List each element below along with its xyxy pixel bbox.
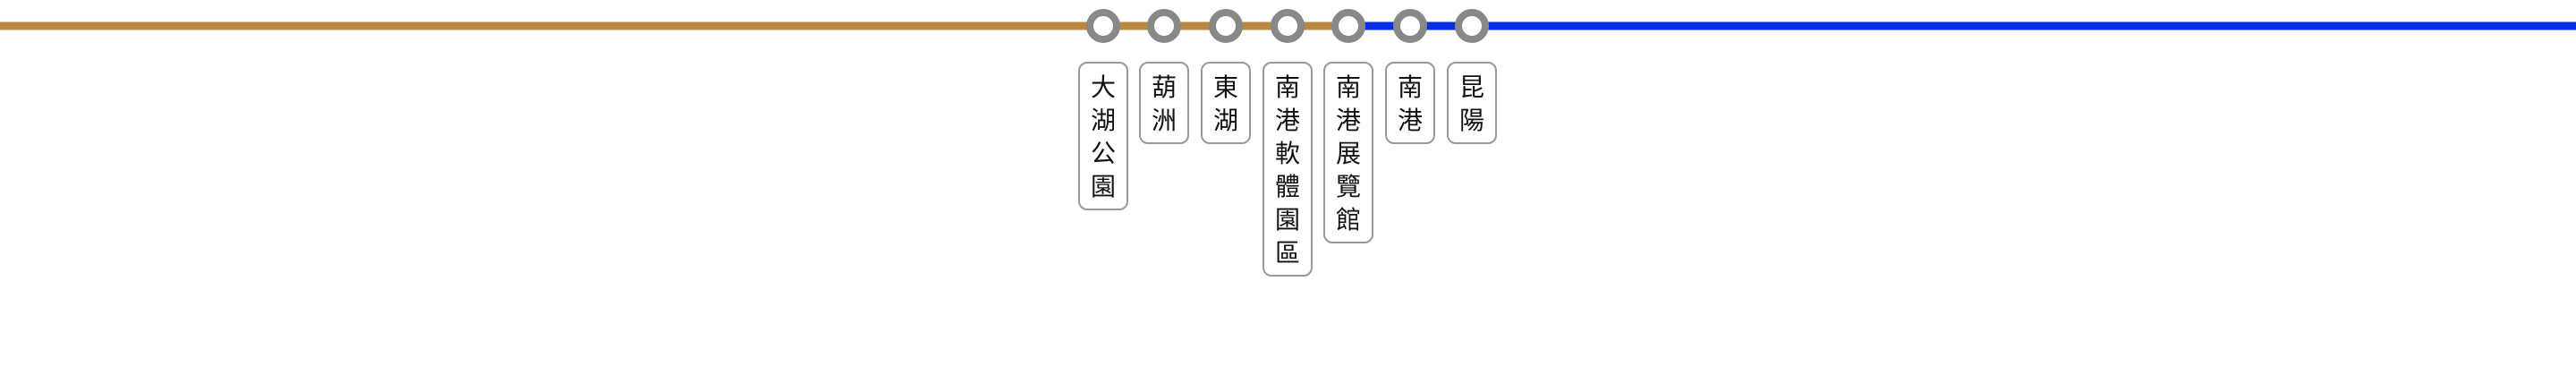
- station-name: 南港軟體園區: [1275, 72, 1300, 268]
- station-marker-nangang[interactable]: [1393, 9, 1427, 43]
- station-label-nangang-software-park[interactable]: 南港軟體園區: [1262, 62, 1313, 277]
- station-label-huzhou[interactable]: 葫洲: [1139, 62, 1189, 144]
- station-label-nangang-exhibition-center[interactable]: 南港展覽館: [1323, 62, 1373, 243]
- station-name: 昆陽: [1459, 72, 1484, 135]
- station-name: 南港: [1398, 72, 1423, 135]
- station-marker-donghu[interactable]: [1209, 9, 1243, 43]
- station-marker-kunyang[interactable]: [1455, 9, 1489, 43]
- station-marker-nangang-exhibition-center[interactable]: [1331, 9, 1365, 43]
- station-name: 東湖: [1213, 72, 1238, 135]
- station-label-box: [1078, 62, 1128, 210]
- station-label-dahu-park[interactable]: 大湖公園: [1078, 62, 1128, 210]
- station-label-nangang[interactable]: 南港: [1385, 62, 1435, 144]
- station-label-box: [1385, 62, 1435, 144]
- station-name: 南港展覽館: [1336, 72, 1361, 234]
- station-label-donghu[interactable]: 東湖: [1201, 62, 1251, 144]
- station-name: 葫洲: [1152, 72, 1177, 135]
- station-marker-nangang-software-park[interactable]: [1271, 9, 1305, 43]
- station-label-box: [1262, 62, 1313, 277]
- station-label-kunyang[interactable]: 昆陽: [1447, 62, 1497, 144]
- station-label-box: [1201, 62, 1251, 144]
- station-name: 大湖公園: [1091, 72, 1116, 201]
- station-marker-dahu-park[interactable]: [1086, 9, 1120, 43]
- station-label-box: [1139, 62, 1189, 144]
- station-markers-group: [1086, 9, 1489, 43]
- station-label-box: [1447, 62, 1497, 144]
- station-marker-huzhou[interactable]: [1147, 9, 1181, 43]
- station-label-box: [1323, 62, 1373, 243]
